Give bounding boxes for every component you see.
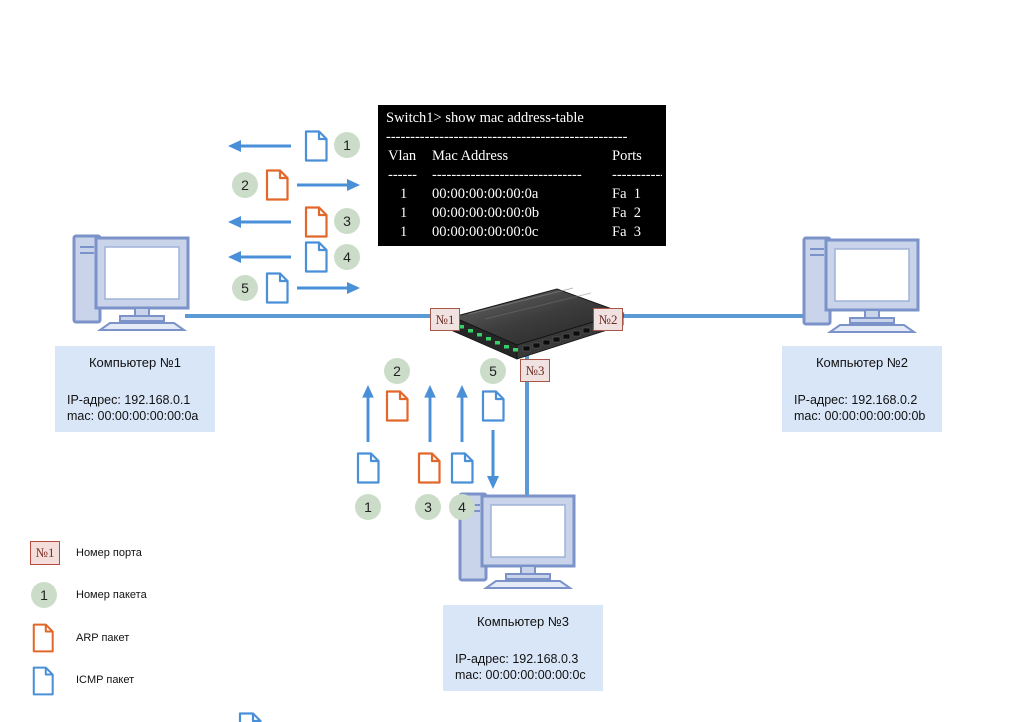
vlan-divider: ------ <box>388 167 417 183</box>
packet-number-badge: 1 <box>355 494 381 520</box>
arp-packet-icon <box>303 206 329 238</box>
port-cell: Fa 2 <box>612 205 641 221</box>
packet-number-badge: 3 <box>415 494 441 520</box>
legend-packet-sample: 1 <box>31 582 57 608</box>
computer-2-info-box: Компьютер №2 IP-адрес: 192.168.0.2 mac: … <box>782 346 942 432</box>
port-tag-3: №3 <box>520 359 550 382</box>
packet-number-badge: 1 <box>334 132 360 158</box>
computer-2-mac: mac: 00:00:00:00:00:0b <box>794 409 926 423</box>
arp-packet-icon <box>416 452 442 484</box>
computer-3-mac: mac: 00:00:00:00:00:0c <box>455 668 586 682</box>
console-subdivider: ------ ------------------------------- -… <box>386 166 662 185</box>
icmp-packet-icon <box>449 452 475 484</box>
arrow-left-icon <box>228 250 292 264</box>
arrow-up-icon <box>455 385 469 443</box>
packet-number-badge: 5 <box>232 275 258 301</box>
console-command-line: Switch1> show mac address-table <box>386 110 584 126</box>
arp-packet-icon <box>264 169 290 201</box>
packet-number-badge: 3 <box>334 208 360 234</box>
computer-2-graphic <box>802 236 920 334</box>
arrow-left-icon <box>228 139 292 153</box>
computer-1-title: Компьютер №1 <box>88 355 182 370</box>
computer-1-ip: IP-адрес: 192.168.0.1 <box>67 393 191 407</box>
computer-3-ip: IP-адрес: 192.168.0.3 <box>455 652 579 666</box>
packet-number-badge: 4 <box>449 494 475 520</box>
mac-column-header: Mac Address <box>432 148 509 164</box>
arrow-left-icon <box>228 215 292 229</box>
arrow-up-icon <box>423 385 437 443</box>
legend-port-label: Номер порта <box>76 547 142 559</box>
link-pc1-switch <box>185 314 457 318</box>
arp-packet-icon <box>384 390 410 422</box>
packet-number-badge: 2 <box>232 172 258 198</box>
switch-console-output: Switch1> show mac address-table --------… <box>378 105 666 246</box>
mac-table-row: 1 00:00:00:00:00:0b Fa 2 <box>386 204 662 223</box>
legend-packet-label: Номер пакета <box>76 589 147 601</box>
packet-number-badge: 5 <box>480 358 506 384</box>
legend-icmp-label: ICMP пакет <box>76 674 135 686</box>
mac-divider: ------------------------------- <box>432 167 582 183</box>
console-divider: ----------------------------------------… <box>386 129 628 145</box>
icmp-packet-icon-partial <box>237 712 263 722</box>
port-tag-2: №2 <box>593 308 623 331</box>
mac-cell: 00:00:00:00:00:0a <box>432 186 539 202</box>
computer-3-graphic <box>458 492 576 590</box>
arrow-right-icon <box>296 178 360 192</box>
mac-cell: 00:00:00:00:00:0b <box>432 205 540 221</box>
computer-2-title: Компьютер №2 <box>815 355 909 370</box>
icmp-packet-icon <box>480 390 506 422</box>
icmp-packet-icon <box>355 452 381 484</box>
icmp-packet-icon <box>303 130 329 162</box>
computer-1-mac: mac: 00:00:00:00:00:0a <box>67 409 199 423</box>
computer-3-title: Компьютер №3 <box>476 614 570 629</box>
vlan-column-header: Vlan <box>388 148 417 164</box>
port-cell: Fa 3 <box>612 224 641 240</box>
computer-3-info-box: Компьютер №3 IP-адрес: 192.168.0.3 mac: … <box>443 605 603 691</box>
arrow-down-icon <box>486 428 500 490</box>
computer-1-graphic <box>72 234 190 332</box>
mac-table-row: 1 00:00:00:00:00:0c Fa 3 <box>386 223 662 242</box>
ports-column-header: Ports <box>612 148 642 164</box>
icmp-packet-icon <box>264 272 290 304</box>
port-cell: Fa 1 <box>612 186 641 202</box>
link-switch-pc3 <box>525 346 529 500</box>
link-switch-pc2 <box>597 314 811 318</box>
arrow-right-icon <box>296 281 360 295</box>
icmp-packet-icon <box>31 666 55 696</box>
computer-1-info-box: Компьютер №1 IP-адрес: 192.168.0.1 mac: … <box>55 346 215 432</box>
console-table-header: Vlan Mac Address Ports <box>386 147 662 166</box>
mac-cell: 00:00:00:00:00:0c <box>432 224 539 240</box>
port-tag-1: №1 <box>430 308 460 331</box>
legend-port-sample: №1 <box>30 541 60 565</box>
vlan-cell: 1 <box>400 224 408 240</box>
packet-number-badge: 4 <box>334 244 360 270</box>
icmp-packet-icon <box>303 241 329 273</box>
packet-number-badge: 2 <box>384 358 410 384</box>
vlan-cell: 1 <box>400 186 408 202</box>
mac-table-row: 1 00:00:00:00:00:0a Fa 1 <box>386 185 662 204</box>
arp-packet-icon <box>31 623 55 653</box>
arrow-up-icon <box>361 385 375 443</box>
vlan-cell: 1 <box>400 205 408 221</box>
computer-2-ip: IP-адрес: 192.168.0.2 <box>794 393 918 407</box>
legend-arp-label: ARP пакет <box>76 632 130 644</box>
ports-divider: ----------- <box>612 167 662 183</box>
